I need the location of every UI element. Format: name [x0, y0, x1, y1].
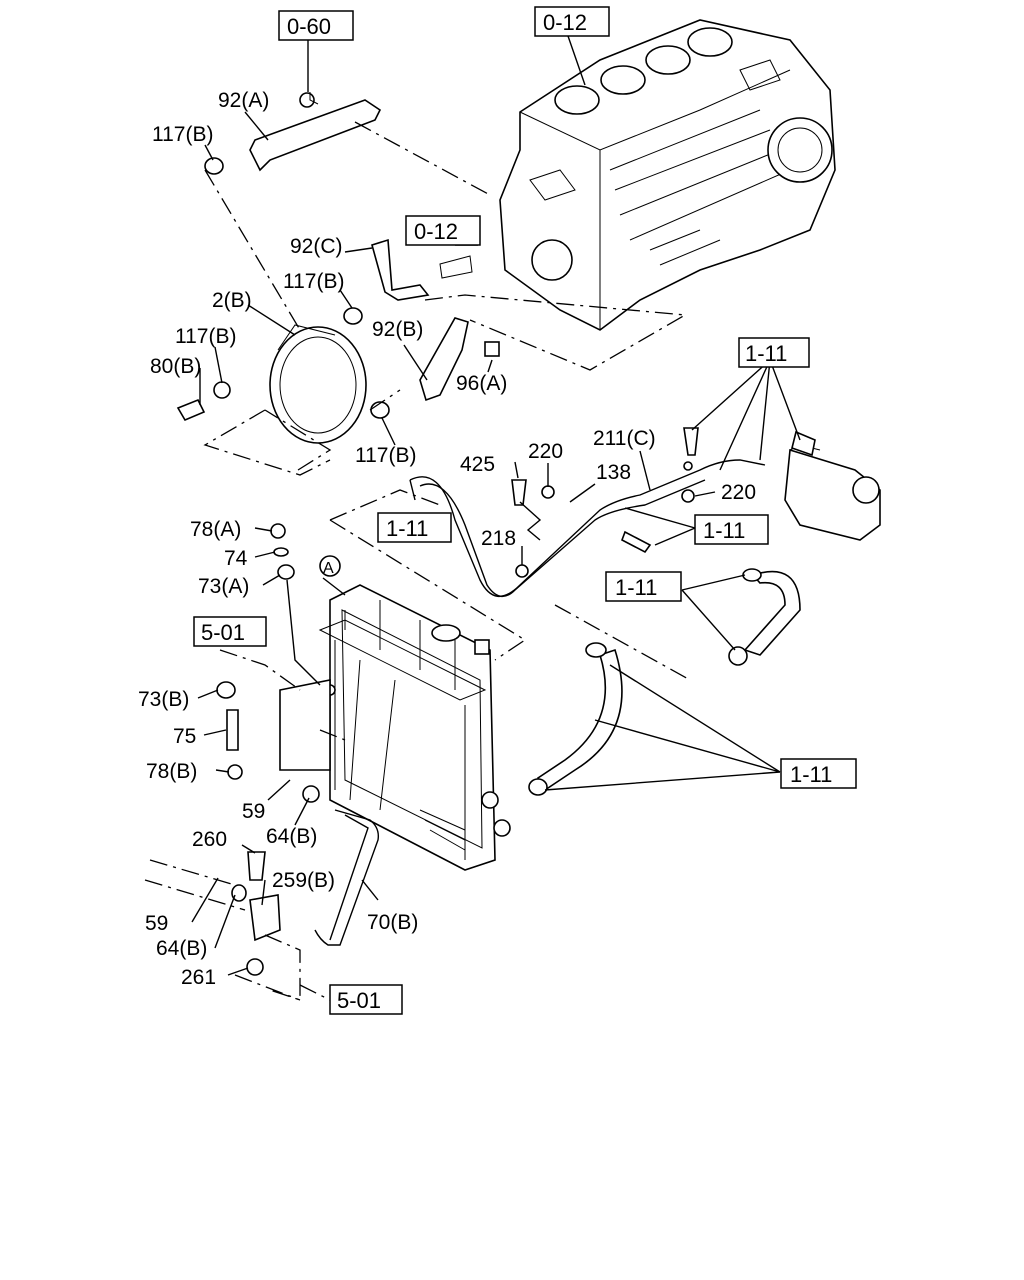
ref-box-1-11-lower	[780, 758, 857, 789]
overflow-hose-211c	[409, 459, 766, 598]
ref-1-11-hose: 1-11	[615, 575, 657, 600]
callout-220-1: 220	[528, 440, 563, 463]
lower-hose	[528, 642, 623, 796]
callout-425: 425	[460, 453, 495, 476]
ref-box-5-01-bottom	[329, 984, 403, 1015]
ref-0-12-top: 0-12	[543, 10, 587, 35]
callout-80b: 80(B)	[150, 355, 201, 378]
callout-117b-4: 117(B)	[355, 444, 416, 467]
callout-73b: 73(B)	[138, 688, 189, 711]
leader-lines	[191, 35, 801, 976]
callout-260: 260	[192, 828, 227, 851]
reserve-tank	[784, 430, 881, 541]
ref-5-01-top: 5-01	[201, 620, 245, 645]
callout-117b-3: 117(B)	[175, 325, 236, 348]
engine-block	[499, 19, 836, 331]
radiator	[279, 584, 511, 871]
callout-92c: 92(C)	[290, 235, 343, 258]
callout-92a: 92(A)	[218, 89, 269, 112]
bracket-92b	[419, 317, 500, 402]
callout-211c: 211(C)	[593, 427, 656, 450]
callout-261: 261	[181, 966, 216, 989]
callout-64b-1: 64(B)	[266, 825, 317, 848]
callout-92b: 92(B)	[372, 318, 423, 341]
ref-box-1-11-tank	[694, 514, 769, 545]
callout-78b: 78(B)	[146, 760, 197, 783]
callout-labels: 92(A) 117(B) 92(C) 117(B) 2(B) 117(B) 80…	[138, 89, 756, 989]
reference-boxes: 0-60 0-12 0-12 1-11 1-11 1-11 1-11 1-11 …	[193, 6, 857, 1015]
ref-0-60: 0-60	[287, 14, 331, 39]
ref-box-1-11-left	[377, 512, 452, 543]
callout-218: 218	[481, 527, 516, 550]
callout-117b-1: 117(B)	[152, 123, 213, 146]
ref-1-11-right: 1-11	[745, 341, 787, 366]
callout-59-1: 59	[242, 800, 265, 823]
ref-box-1-11-hose	[605, 571, 682, 602]
ref-box-0-12-top	[534, 6, 610, 37]
callout-73a: 73(A)	[198, 575, 249, 598]
ref-box-0-12-mid	[405, 215, 481, 246]
callout-59-2: 59	[145, 912, 168, 935]
ref-0-12-mid: 0-12	[414, 219, 458, 244]
fan-shroud-ring	[269, 324, 367, 444]
bracket-92c	[371, 238, 473, 301]
callout-74: 74	[224, 547, 248, 570]
callout-117b-2: 117(B)	[283, 270, 344, 293]
guide-lines	[203, 121, 691, 1001]
ref-5-01-bottom: 5-01	[337, 988, 381, 1013]
callout-220-2: 220	[721, 481, 756, 504]
ref-box-1-11-right	[738, 337, 810, 368]
small-parts	[176, 157, 699, 976]
callout-64b-2: 64(B)	[156, 937, 207, 960]
ref-1-11-lower: 1-11	[790, 762, 832, 787]
ref-1-11-tank: 1-11	[703, 518, 745, 543]
ref-1-11-left: 1-11	[386, 516, 428, 541]
callout-138: 138	[596, 461, 631, 484]
callout-a-circle	[319, 555, 341, 577]
upper-hose	[728, 568, 801, 666]
callout-75: 75	[173, 725, 196, 748]
callout-259b: 259(B)	[272, 869, 335, 892]
callout-a: A	[323, 560, 334, 577]
callout-70b: 70(B)	[367, 911, 418, 934]
callout-2b: 2(B)	[212, 289, 252, 312]
ref-box-5-01-top	[193, 616, 267, 647]
callout-96a: 96(A)	[456, 372, 507, 395]
drain-pipe-70b	[314, 809, 380, 946]
bottom-support	[144, 859, 301, 1001]
callout-78a: 78(A)	[190, 518, 241, 541]
ref-box-0-60	[278, 10, 354, 41]
bracket-92a	[249, 92, 382, 172]
